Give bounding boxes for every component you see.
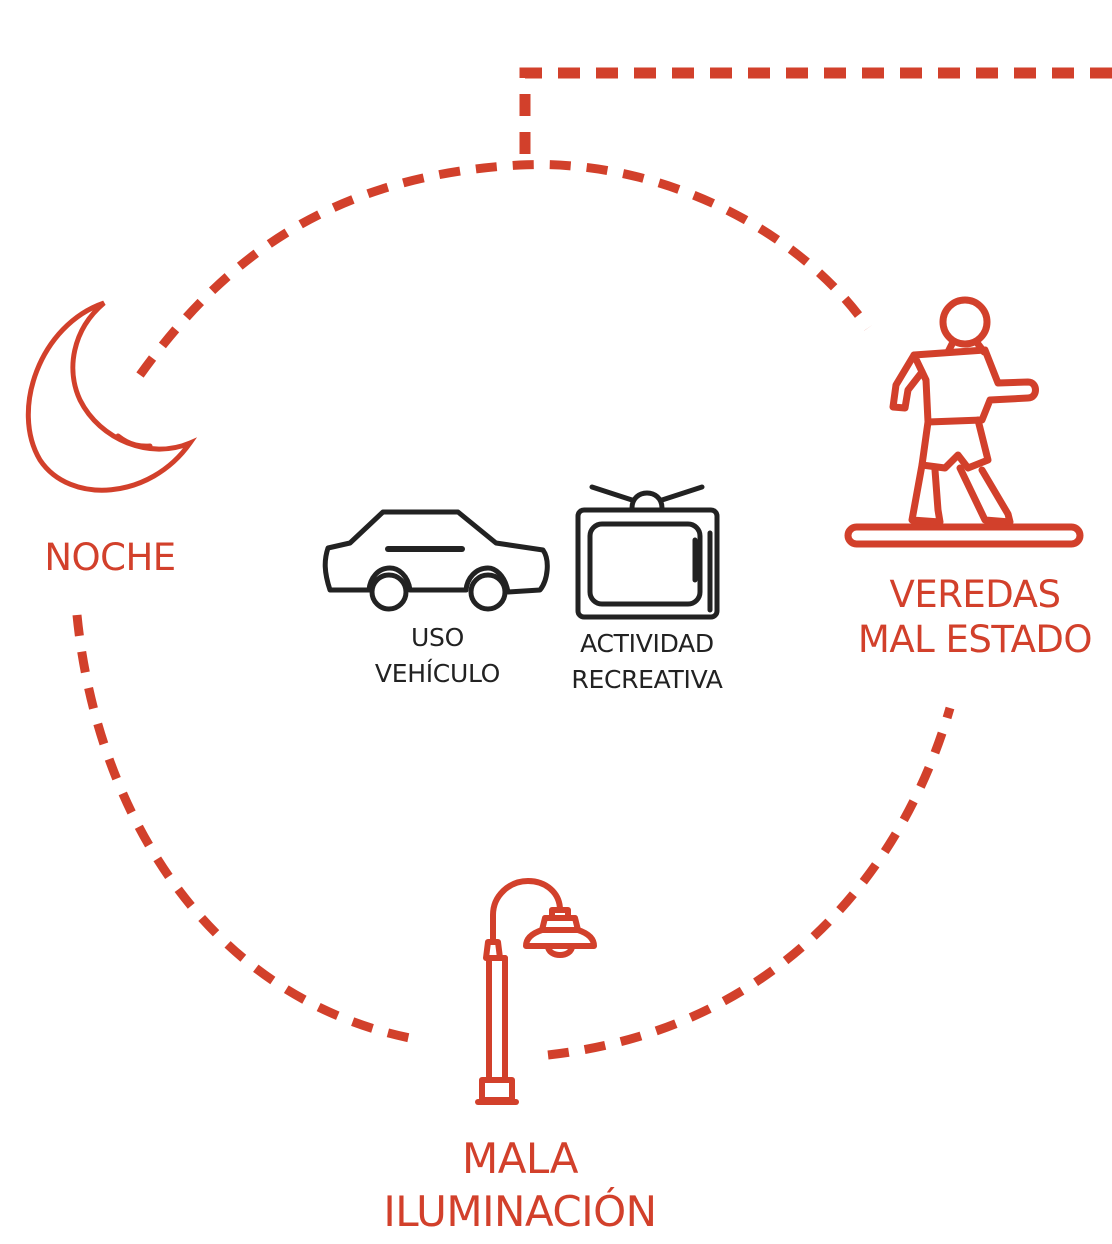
iluminacion-label-line1: MALA	[461, 1134, 579, 1183]
iluminacion-label-line2: ILUMINACIÓN	[383, 1186, 657, 1236]
car-icon	[322, 509, 550, 612]
recreativa-label-line2: RECREATIVA	[571, 665, 723, 695]
recreativa-label: ACTIVIDAD RECREATIVA	[552, 626, 742, 699]
recreativa-label-line1: ACTIVIDAD	[580, 629, 714, 658]
cycle-arc-top	[136, 160, 872, 378]
vehiculo-label-line1: USO	[411, 623, 464, 652]
cycle-arc-left	[72, 614, 421, 1045]
vehiculo-label: USO VEHÍCULO	[350, 620, 525, 693]
vehiculo-label-line2: VEHÍCULO	[374, 659, 501, 689]
veredas-label: VEREDAS MAL ESTADO	[838, 572, 1112, 662]
veredas-label-line2: MAL ESTADO	[857, 618, 1093, 662]
veredas-label-line1: VEREDAS	[889, 573, 1061, 616]
television-icon	[575, 484, 720, 620]
walking-person-icon	[844, 296, 1084, 548]
connector-dashed-line	[519, 67, 1112, 158]
cycle-arc-right	[547, 706, 955, 1060]
noche-label: NOCHE	[44, 536, 176, 579]
iluminacion-label: MALA ILUMINACIÓN	[340, 1133, 700, 1238]
moon-icon	[25, 300, 198, 493]
street-lamp-icon	[475, 878, 597, 1105]
